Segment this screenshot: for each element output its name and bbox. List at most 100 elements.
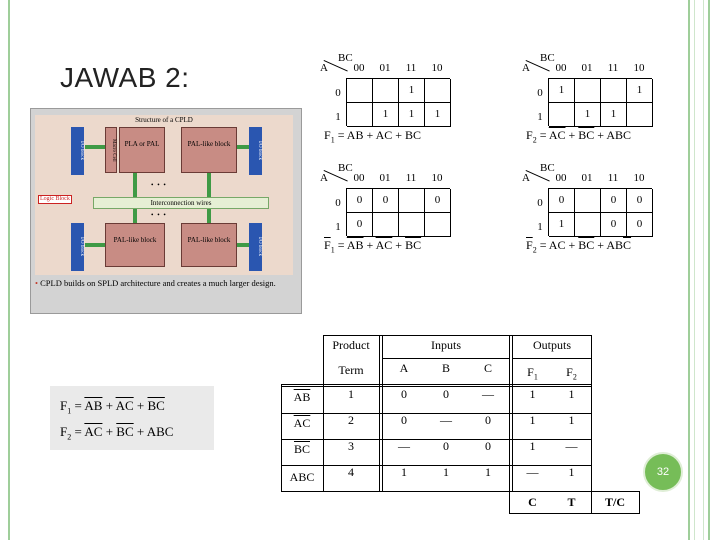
header-term: Term: [338, 363, 364, 377]
output-cell: 1: [529, 413, 536, 427]
kmap-cell: [347, 103, 373, 127]
kmap-cell: [575, 213, 601, 237]
arrow-top-right: [237, 145, 249, 149]
interconnect-bus: Interconnection wires: [93, 197, 269, 209]
kmap-cell: 0: [373, 189, 399, 213]
cpld-note: • CPLD builds on SPLD architecture and c…: [35, 278, 276, 288]
col-f2: F2: [566, 365, 577, 382]
slide-title: JAWAB 2:: [60, 62, 190, 93]
row-header: 0: [335, 197, 341, 209]
macrocell-block: Macro Cell: [105, 127, 117, 173]
row-header: 1: [335, 221, 341, 233]
cpld-note-text: CPLD builds on SPLD architecture and cre…: [40, 278, 276, 288]
row-label: BC: [293, 442, 310, 456]
col-header: 01: [581, 62, 593, 74]
kmap-cell: 1: [549, 79, 575, 103]
kmap-cell: [425, 79, 451, 103]
table-rule: [383, 358, 509, 359]
kmap-f2-equation: F2 = AC + BC + ABC: [526, 128, 632, 145]
col-f1: F1: [527, 365, 538, 382]
left-border: [8, 0, 10, 540]
footer-t: T: [567, 495, 576, 509]
io-block-bottom-left: I/O block: [71, 223, 84, 271]
input-cell: —: [398, 439, 410, 453]
input-cell: —: [440, 413, 452, 427]
col-c: C: [483, 361, 492, 375]
kmap-cell: 1: [627, 79, 653, 103]
header-inputs: Inputs: [431, 338, 461, 352]
kmap-f1-complement-equation: F1 = AB + AC + BC: [324, 238, 422, 255]
input-cell: 0: [443, 387, 449, 401]
table-rule: [513, 358, 591, 359]
kmap-cell: [575, 189, 601, 213]
input-cell: 0: [401, 387, 407, 401]
kmap-cell: 0: [549, 189, 575, 213]
output-cell: 1: [529, 387, 536, 401]
col-header: 10: [431, 62, 443, 74]
kmap-cell: 1: [575, 103, 601, 127]
header-outputs: Outputs: [532, 338, 571, 352]
kmap-cell: 1: [549, 213, 575, 237]
term-number: 4: [348, 465, 354, 479]
kmap-cell: 0: [627, 189, 653, 213]
input-cell: 0: [443, 439, 449, 453]
dots-top: • • •: [151, 181, 167, 189]
col-header: 11: [405, 172, 417, 184]
col-header: 11: [607, 172, 619, 184]
kmap-cell: [575, 79, 601, 103]
table-rule: [591, 335, 592, 514]
table-rule: [639, 491, 640, 514]
term-number: 1: [348, 387, 354, 401]
output-cell: —: [565, 439, 578, 453]
pla-table: Product Term Inputs Outputs A B C F1 F2 …: [281, 335, 640, 514]
table-rule: [379, 335, 380, 492]
col-a: A: [399, 361, 409, 375]
row-label: ABC: [289, 470, 315, 484]
table-rule: [281, 384, 282, 492]
kmap-cell: [601, 79, 627, 103]
table-rule: [281, 491, 639, 492]
row-header: 1: [537, 221, 543, 233]
arrow-bottom-left: [85, 243, 105, 247]
kmap-cell: 0: [347, 189, 373, 213]
col-header: 00: [555, 172, 567, 184]
pla-block: PLA or PAL: [119, 127, 165, 173]
table-rule: [323, 335, 591, 336]
table-rule: [281, 439, 591, 440]
cpld-diagram: Structure of a CPLD I/O block I/O block …: [35, 115, 293, 275]
col-b: B: [441, 361, 450, 375]
kmap-a-label: A: [320, 172, 328, 184]
arrow-top-left: [85, 145, 105, 149]
table-rule: [281, 386, 591, 387]
pal-block-bottom-left: PAL-like block: [105, 223, 165, 267]
page-number-badge: 32: [643, 452, 683, 492]
kmap-grid: 0 0 0 1 0 0: [548, 188, 653, 237]
kmap-bc-label: BC: [540, 162, 555, 174]
kmap-cell: [399, 213, 425, 237]
row-header: 1: [335, 111, 341, 123]
footer-tc: T/C: [604, 495, 625, 509]
col-header: 11: [405, 62, 417, 74]
kmap-a-label: A: [320, 62, 328, 74]
kmap-cell: [627, 103, 653, 127]
table-rule: [281, 465, 591, 466]
output-cell: —: [526, 465, 539, 479]
input-cell: 0: [485, 413, 491, 427]
equation-f1: F1 = AB + AC + BC: [60, 398, 165, 416]
footer-c: C: [528, 495, 537, 509]
input-cell: 0: [485, 439, 491, 453]
row-header: 0: [537, 197, 543, 209]
table-rule: [323, 335, 324, 492]
equations-box: F1 = AB + AC + BC F2 = AC + BC + ABC: [50, 386, 214, 450]
row-header: 0: [335, 87, 341, 99]
col-header: 10: [431, 172, 443, 184]
kmap-cell: 1: [425, 103, 451, 127]
table-rule: [281, 413, 591, 414]
output-cell: 1: [568, 387, 575, 401]
io-block-top-right: I/O block: [249, 127, 262, 175]
table-rule: [281, 384, 591, 385]
col-header: 01: [379, 62, 391, 74]
output-cell: 1: [529, 439, 536, 453]
kmap-a-label: A: [522, 62, 530, 74]
col-header: 00: [353, 172, 365, 184]
